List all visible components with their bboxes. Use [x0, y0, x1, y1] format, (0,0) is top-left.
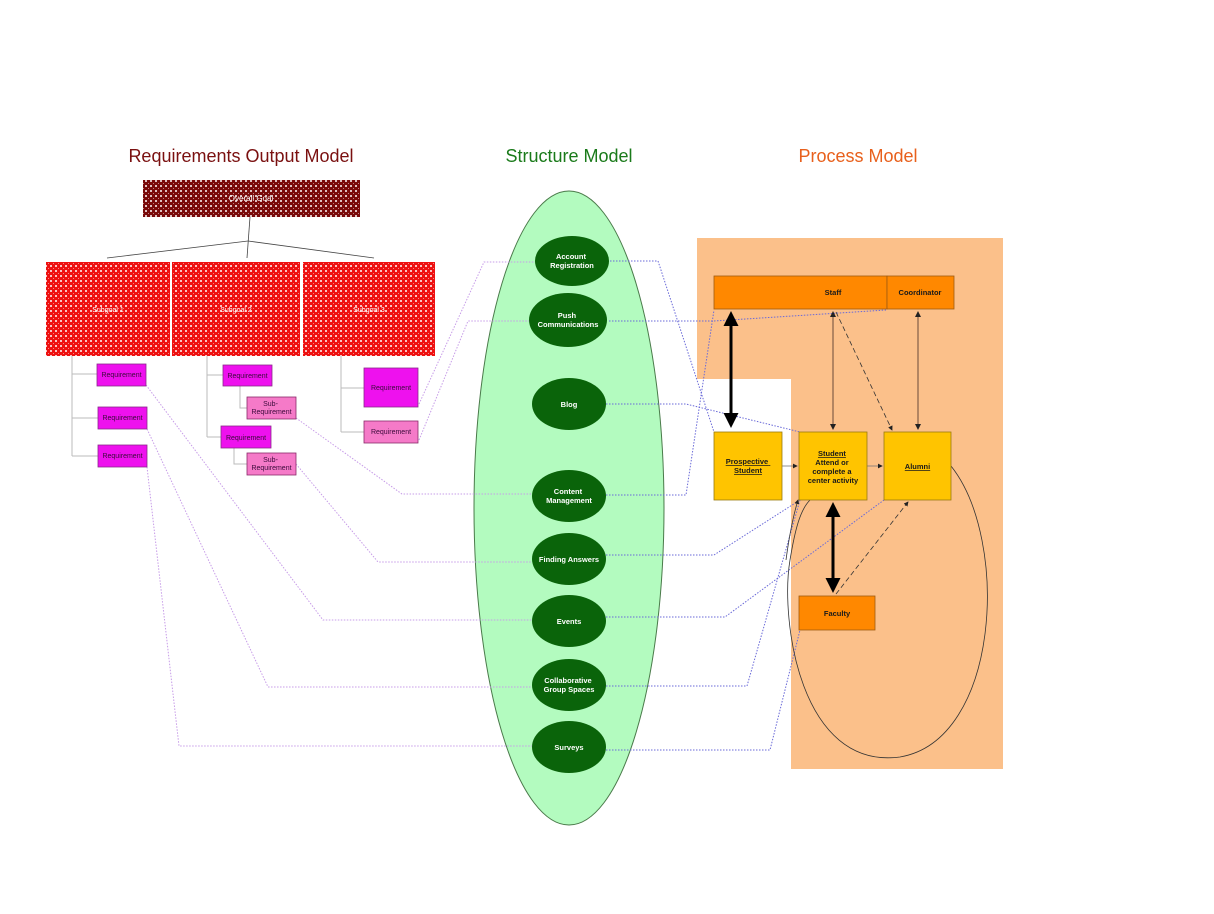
- structure-node-label: Account Registration: [550, 252, 594, 270]
- structure-node-label: Surveys: [554, 743, 583, 752]
- structure-node-label: Blog: [561, 400, 578, 409]
- requirement-box[interactable]: Requirement: [363, 367, 419, 408]
- sub-requirement-box[interactable]: Sub- Requirement: [246, 452, 297, 476]
- prospective-student-label: Prospective Student: [726, 457, 771, 475]
- structure-node-content-management[interactable]: Content Management: [532, 470, 606, 522]
- requirement-label: Requirement: [371, 429, 411, 436]
- requirement-label: Requirement: [102, 415, 142, 422]
- structure-node-events[interactable]: Events: [532, 595, 606, 647]
- structure-model-title: Structure Model: [505, 146, 632, 166]
- structure-node-label: Collaborative Group Spaces: [544, 676, 595, 694]
- structure-node-blog[interactable]: Blog: [532, 378, 606, 430]
- student-box[interactable]: Student Attend or complete a center acti…: [798, 431, 868, 501]
- subgoal-1-box[interactable]: Subgoal 1: [46, 262, 170, 356]
- sub-requirement-label-line2: Requirement: [251, 409, 291, 416]
- faculty-box[interactable]: Faculty: [798, 595, 876, 631]
- requirement-box[interactable]: Requirement: [96, 363, 147, 387]
- structure-node-collaborative-group-spaces[interactable]: Collaborative Group Spaces: [532, 659, 606, 711]
- prospective-student-box[interactable]: Prospective Student: [713, 431, 783, 501]
- structure-node-label: Finding Answers: [539, 555, 599, 564]
- requirement-label: Requirement: [227, 373, 267, 380]
- requirement-label: Requirement: [102, 453, 142, 460]
- requirement-tree-lines: [71, 356, 364, 465]
- process-model-title: Process Model: [798, 146, 917, 166]
- requirement-label: Requirement: [226, 435, 266, 442]
- faculty-label: Faculty: [824, 609, 851, 618]
- structure-node-label: Events: [557, 617, 582, 626]
- student-label: Student Attend or complete a center acti…: [808, 449, 859, 485]
- structure-node-push-communications[interactable]: Push Communications: [529, 293, 607, 347]
- requirement-label: Requirement: [101, 372, 141, 379]
- overall-goal-label: Overall Goal: [229, 194, 274, 203]
- sub-requirement-label: Sub- Requirement: [251, 457, 291, 472]
- subgoal-3-label: Subgoal 3: [353, 307, 385, 314]
- coordinator-box[interactable]: Coordinator: [886, 275, 955, 310]
- requirement-box[interactable]: Requirement: [363, 420, 419, 444]
- process-arrows: [723, 311, 921, 595]
- structure-node-label: Push Communications: [538, 311, 599, 329]
- requirement-structure-links: [145, 261, 536, 747]
- structure-node-account-registration[interactable]: Account Registration: [535, 236, 609, 286]
- structure-node-finding-answers[interactable]: Finding Answers: [532, 533, 606, 585]
- staff-box[interactable]: Staff: [713, 275, 888, 310]
- requirement-box[interactable]: Requirement: [220, 425, 272, 449]
- structure-node-label: Content Management: [546, 487, 592, 505]
- subgoal-2-box[interactable]: Subgoal 2: [172, 262, 300, 356]
- subgoal-1-label: Subgoal 1: [92, 307, 124, 314]
- staff-label: Staff: [825, 288, 842, 297]
- alumni-loop-curve: [787, 465, 988, 759]
- sub-requirement-box[interactable]: Sub- Requirement: [246, 396, 297, 420]
- subgoal-3-box[interactable]: Subgoal 3: [303, 262, 435, 356]
- sub-requirement-label-line2: Requirement: [251, 465, 291, 472]
- overall-goal-box[interactable]: Overall Goal: [143, 180, 360, 217]
- sub-requirement-label: Sub- Requirement: [251, 401, 291, 416]
- requirement-box[interactable]: Requirement: [222, 364, 273, 387]
- subgoal-2-label: Subgoal 2: [220, 307, 252, 314]
- requirement-box[interactable]: Requirement: [97, 406, 148, 430]
- requirement-box[interactable]: Requirement: [97, 444, 148, 468]
- alumni-label: Alumni: [905, 462, 930, 471]
- process-model-background: [697, 238, 1003, 770]
- alumni-box[interactable]: Alumni: [883, 431, 952, 501]
- structure-process-links: [606, 260, 887, 751]
- requirements-model-title: Requirements Output Model: [128, 146, 353, 166]
- structure-node-surveys[interactable]: Surveys: [532, 721, 606, 773]
- hierarchy-connectors: [106, 216, 375, 259]
- coordinator-label: Coordinator: [899, 288, 942, 297]
- requirement-label: Requirement: [371, 385, 411, 392]
